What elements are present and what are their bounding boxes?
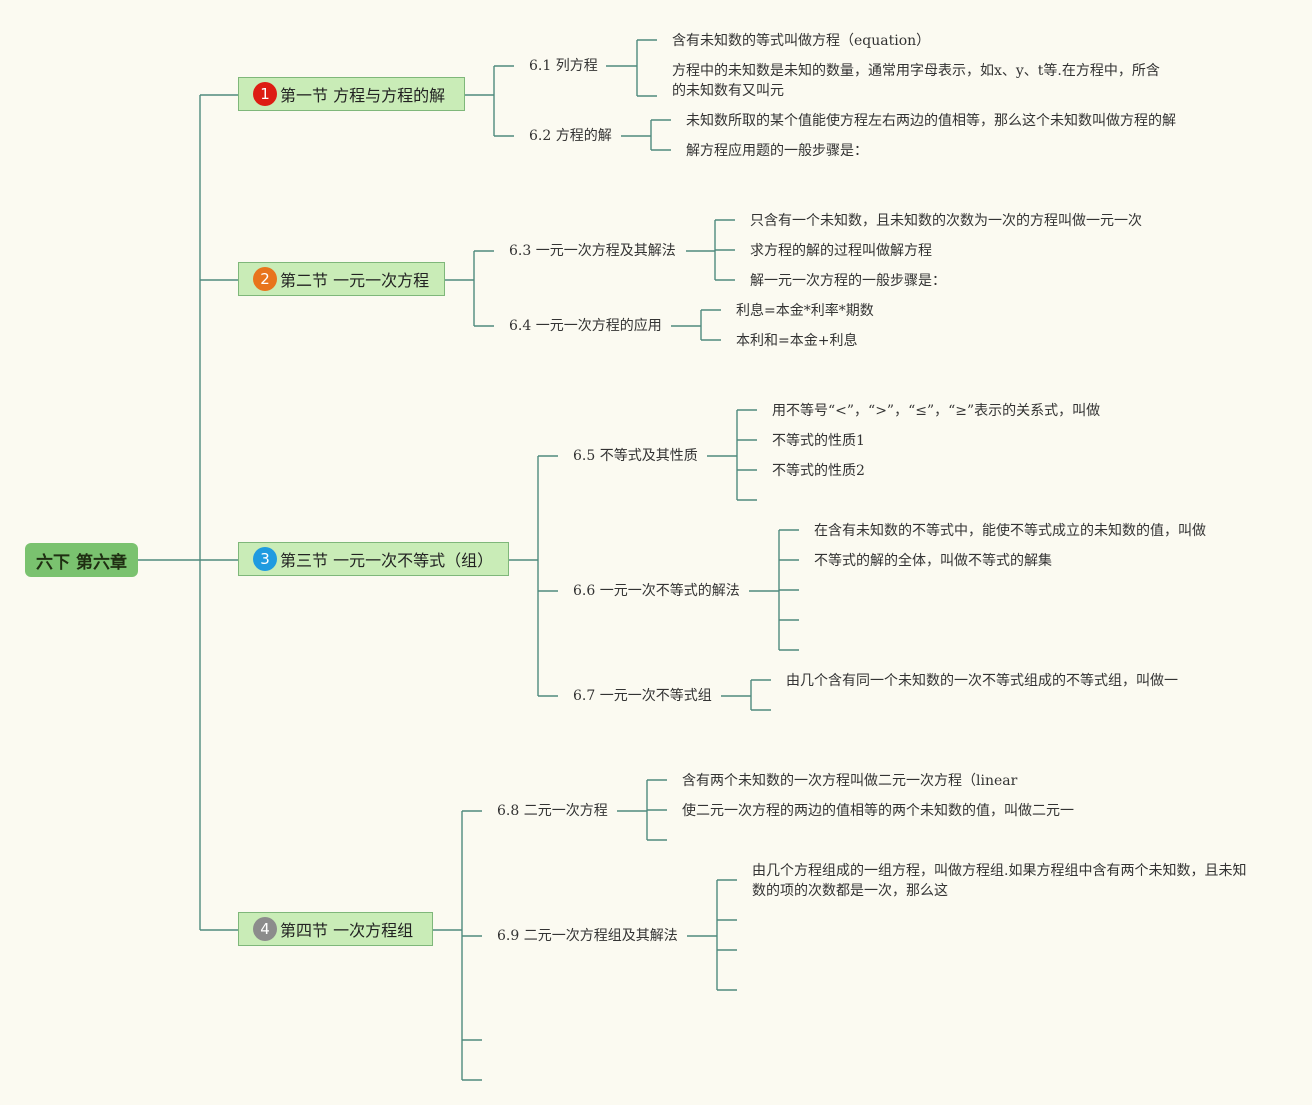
leaf-6-3-3[interactable]: 解一元一次方程的一般步骤是： (750, 273, 946, 289)
number-2-icon: 2 (253, 267, 277, 291)
root-label: 六下 第六章 (36, 552, 127, 573)
section-4-label: 第四节 一次方程组 (280, 921, 414, 940)
leaf-6-6-1[interactable]: 在含有未知数的不等式中，能使不等式成立的未知数的值，叫做 (814, 523, 1206, 539)
leaf-6-8-1[interactable]: 含有两个未知数的一次方程叫做二元一次方程（linear (682, 773, 1018, 789)
leaf-6-5-1[interactable]: 用不等号“<”，“>”，“≤”，“≥”表示的关系式，叫做 (772, 403, 1101, 419)
subtopic-6-9[interactable]: 6.9 二元一次方程组及其解法 (497, 928, 678, 944)
subtopic-6-7[interactable]: 6.7 一元一次不等式组 (573, 688, 712, 704)
leaf-6-5-3[interactable]: 不等式的性质2 (772, 463, 865, 479)
leaf-6-4-1[interactable]: 利息=本金*利率*期数 (736, 303, 874, 319)
section-1-label: 第一节 方程与方程的解 (280, 86, 446, 105)
leaf-6-3-1[interactable]: 只含有一个未知数，且未知数的次数为一次的方程叫做一元一次 (750, 213, 1142, 229)
leaf-6-8-2[interactable]: 使二元一次方程的两边的值相等的两个未知数的值，叫做二元一 (682, 803, 1074, 819)
subtopic-6-8[interactable]: 6.8 二元一次方程 (497, 803, 608, 819)
leaf-6-1-2[interactable]: 方程中的未知数是未知的数量，通常用字母表示，如x、y、t等.在方程中，所含的未知… (672, 63, 1160, 99)
section-3-node[interactable]: 3 第三节 一元一次不等式（组） (238, 542, 509, 576)
section-4-node[interactable]: 4 第四节 一次方程组 (238, 912, 433, 946)
subtopic-6-1[interactable]: 6.1 列方程 (529, 58, 598, 74)
leaf-6-4-2[interactable]: 本利和=本金+利息 (736, 333, 858, 349)
subtopic-6-5[interactable]: 6.5 不等式及其性质 (573, 448, 698, 464)
leaf-6-5-2[interactable]: 不等式的性质1 (772, 433, 865, 449)
leaf-6-1-1[interactable]: 含有未知数的等式叫做方程（equation） (672, 33, 931, 49)
subtopic-6-4[interactable]: 6.4 一元一次方程的应用 (509, 318, 662, 334)
number-1-icon: 1 (253, 82, 277, 106)
leaf-6-6-2[interactable]: 不等式的解的全体，叫做不等式的解集 (814, 553, 1052, 569)
leaf-6-3-2[interactable]: 求方程的解的过程叫做解方程 (750, 243, 932, 259)
subtopic-6-3[interactable]: 6.3 一元一次方程及其解法 (509, 243, 676, 259)
leaf-6-2-1[interactable]: 未知数所取的某个值能使方程左右两边的值相等，那么这个未知数叫做方程的解 (686, 113, 1176, 129)
section-1-node[interactable]: 1 第一节 方程与方程的解 (238, 77, 465, 111)
subtopic-6-6[interactable]: 6.6 一元一次不等式的解法 (573, 583, 740, 599)
number-4-icon: 4 (253, 917, 277, 941)
leaf-6-7-1[interactable]: 由几个含有同一个未知数的一次不等式组成的不等式组，叫做一 (786, 673, 1178, 689)
number-3-icon: 3 (253, 547, 277, 571)
leaf-6-9-1[interactable]: 由几个方程组成的一组方程，叫做方程组.如果方程组中含有两个未知数，且未知数的项的… (752, 863, 1247, 899)
leaf-6-2-2[interactable]: 解方程应用题的一般步骤是： (686, 143, 868, 159)
root-topic[interactable]: 六下 第六章 (25, 543, 138, 577)
section-2-node[interactable]: 2 第二节 一元一次方程 (238, 262, 445, 296)
section-2-label: 第二节 一元一次方程 (280, 271, 430, 290)
section-3-label: 第三节 一元一次不等式（组） (280, 551, 494, 570)
subtopic-6-2[interactable]: 6.2 方程的解 (529, 128, 612, 144)
